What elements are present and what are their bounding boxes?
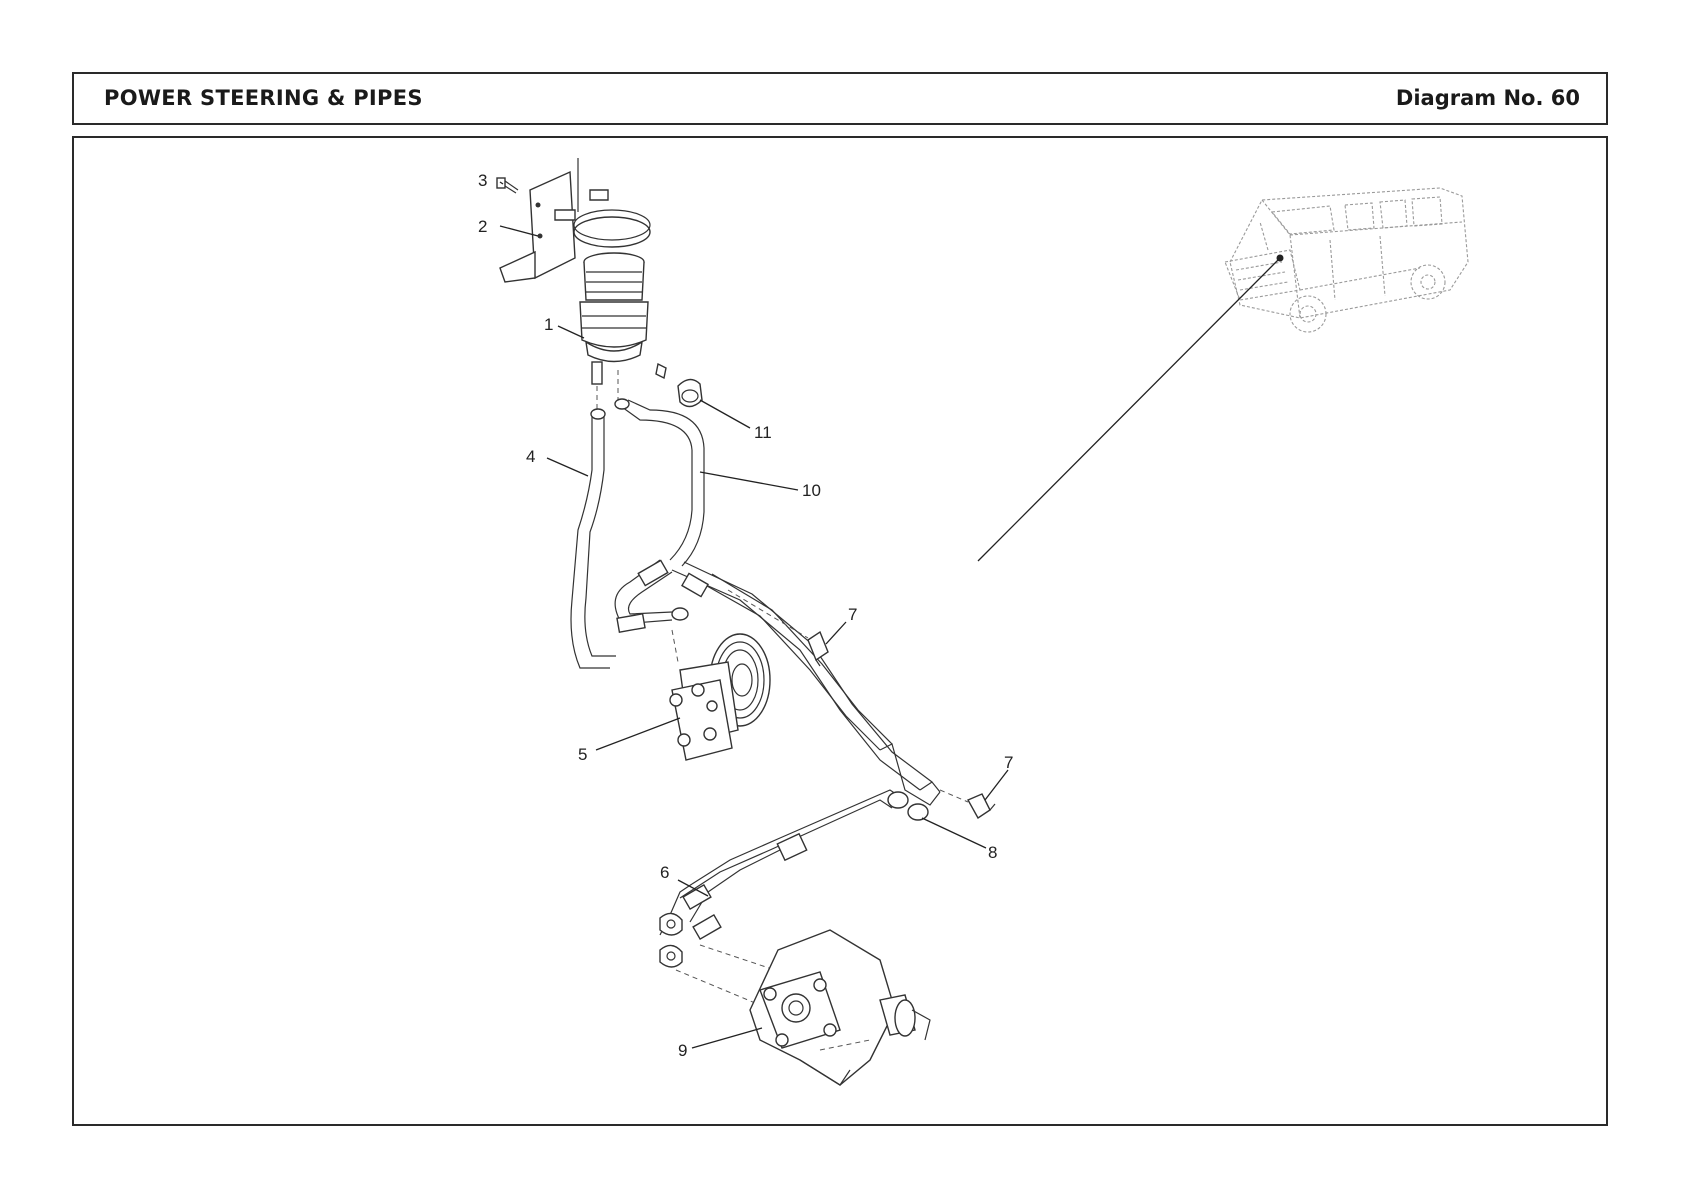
pump-feed-pipe-part — [614, 559, 689, 633]
diagram-frame — [72, 136, 1608, 1126]
pressure-pipes-part — [671, 561, 941, 899]
leader-1 — [557, 325, 585, 339]
pump-part — [669, 633, 771, 761]
leader-10 — [699, 471, 799, 491]
callout-2: 2 — [478, 217, 487, 236]
vehicle-leader-line — [977, 257, 1281, 562]
callout-11: 11 — [754, 423, 772, 442]
leader-3 — [499, 181, 504, 185]
fitting-part — [655, 362, 667, 380]
leader-7a — [825, 621, 847, 645]
bolt-part — [496, 177, 519, 194]
leader-2 — [499, 225, 539, 237]
steering-box-part — [749, 929, 931, 1086]
clamp-band-part — [554, 189, 651, 248]
callout-10: 10 — [802, 481, 821, 500]
leader-9 — [691, 1027, 763, 1049]
callout-1: 1 — [544, 315, 553, 334]
callout-5: 5 — [578, 745, 587, 764]
callout-6: 6 — [660, 863, 669, 882]
callout-4: 4 — [526, 447, 535, 466]
header-bar: POWER STEERING & PIPES Diagram No. 60 — [72, 72, 1608, 125]
pipe-6-part — [659, 849, 781, 968]
diagram-title: POWER STEERING & PIPES — [104, 86, 423, 110]
hose-10-part — [614, 398, 705, 567]
callout-3: 3 — [478, 171, 487, 190]
vehicle-outline-icon — [1224, 187, 1469, 333]
diagram-number: Diagram No. 60 — [1395, 86, 1580, 110]
clip-lower-part — [967, 793, 996, 820]
callout-8: 8 — [988, 843, 997, 862]
leader-11 — [699, 399, 751, 429]
leader-5 — [595, 717, 681, 751]
hose-4-part — [570, 408, 616, 669]
hose-clamp-part — [677, 378, 703, 408]
clip-upper-part — [807, 630, 829, 667]
callout-9: 9 — [678, 1041, 687, 1060]
bracket-part — [499, 158, 579, 283]
leader-8 — [921, 817, 987, 849]
callout-7-upper: 7 — [848, 605, 857, 624]
reservoir-part — [579, 252, 649, 385]
callout-7-lower: 7 — [1004, 753, 1013, 772]
leader-4 — [546, 457, 589, 477]
leader-6 — [677, 879, 709, 897]
leader-7b — [984, 769, 1009, 801]
